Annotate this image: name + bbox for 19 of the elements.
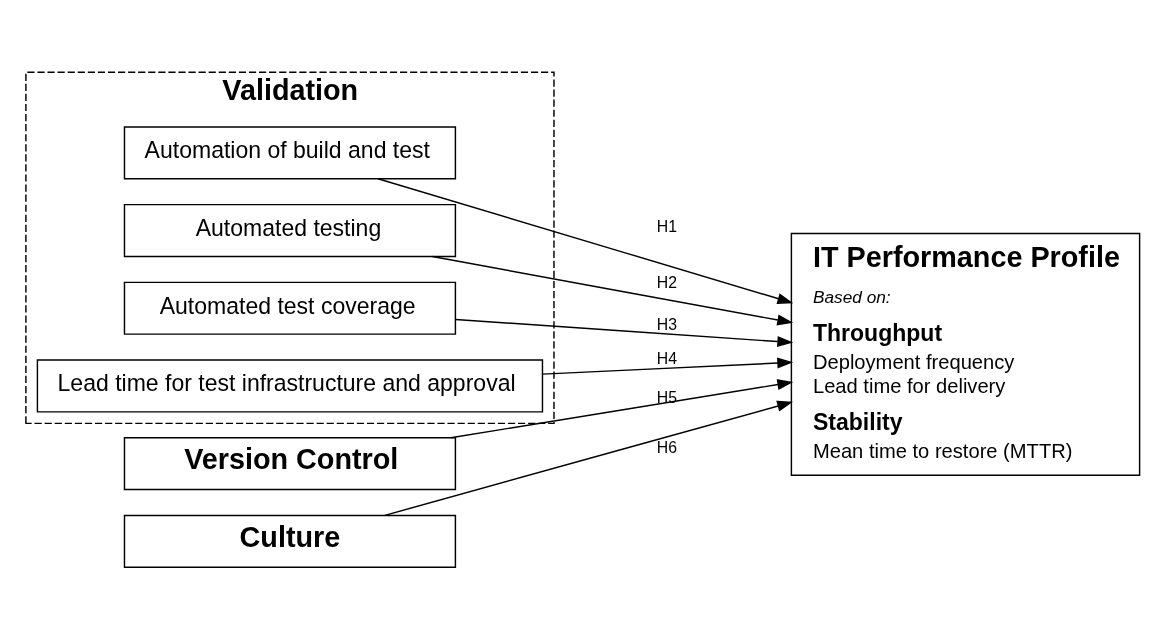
arrow	[431, 255, 794, 325]
edge-label: H4	[656, 349, 678, 367]
node-box: Lead time for test infrastructure and approval	[36, 358, 544, 413]
node-box: Version Control	[123, 436, 457, 490]
edge-label: H1	[656, 217, 678, 235]
node-box: Automated test coverage	[123, 281, 457, 335]
arrow	[542, 357, 794, 375]
node-box: Culture	[123, 514, 457, 568]
node-box: Automation of build and test	[123, 125, 457, 179]
edge-label: H6	[656, 438, 678, 456]
edge-label: H2	[656, 273, 678, 291]
arrow	[377, 177, 794, 304]
edge-label: H3	[656, 315, 678, 333]
node-box: IT Performance Profile Based on: Throughput Deployment frequency Lead time for delivery Stability Mean time to restore (MTTR)	[790, 232, 1141, 476]
arrow	[384, 400, 793, 516]
node-box: Automated testing	[123, 203, 457, 257]
edge-label: H5	[656, 388, 678, 406]
arrow	[450, 378, 794, 438]
arrow	[454, 318, 794, 347]
